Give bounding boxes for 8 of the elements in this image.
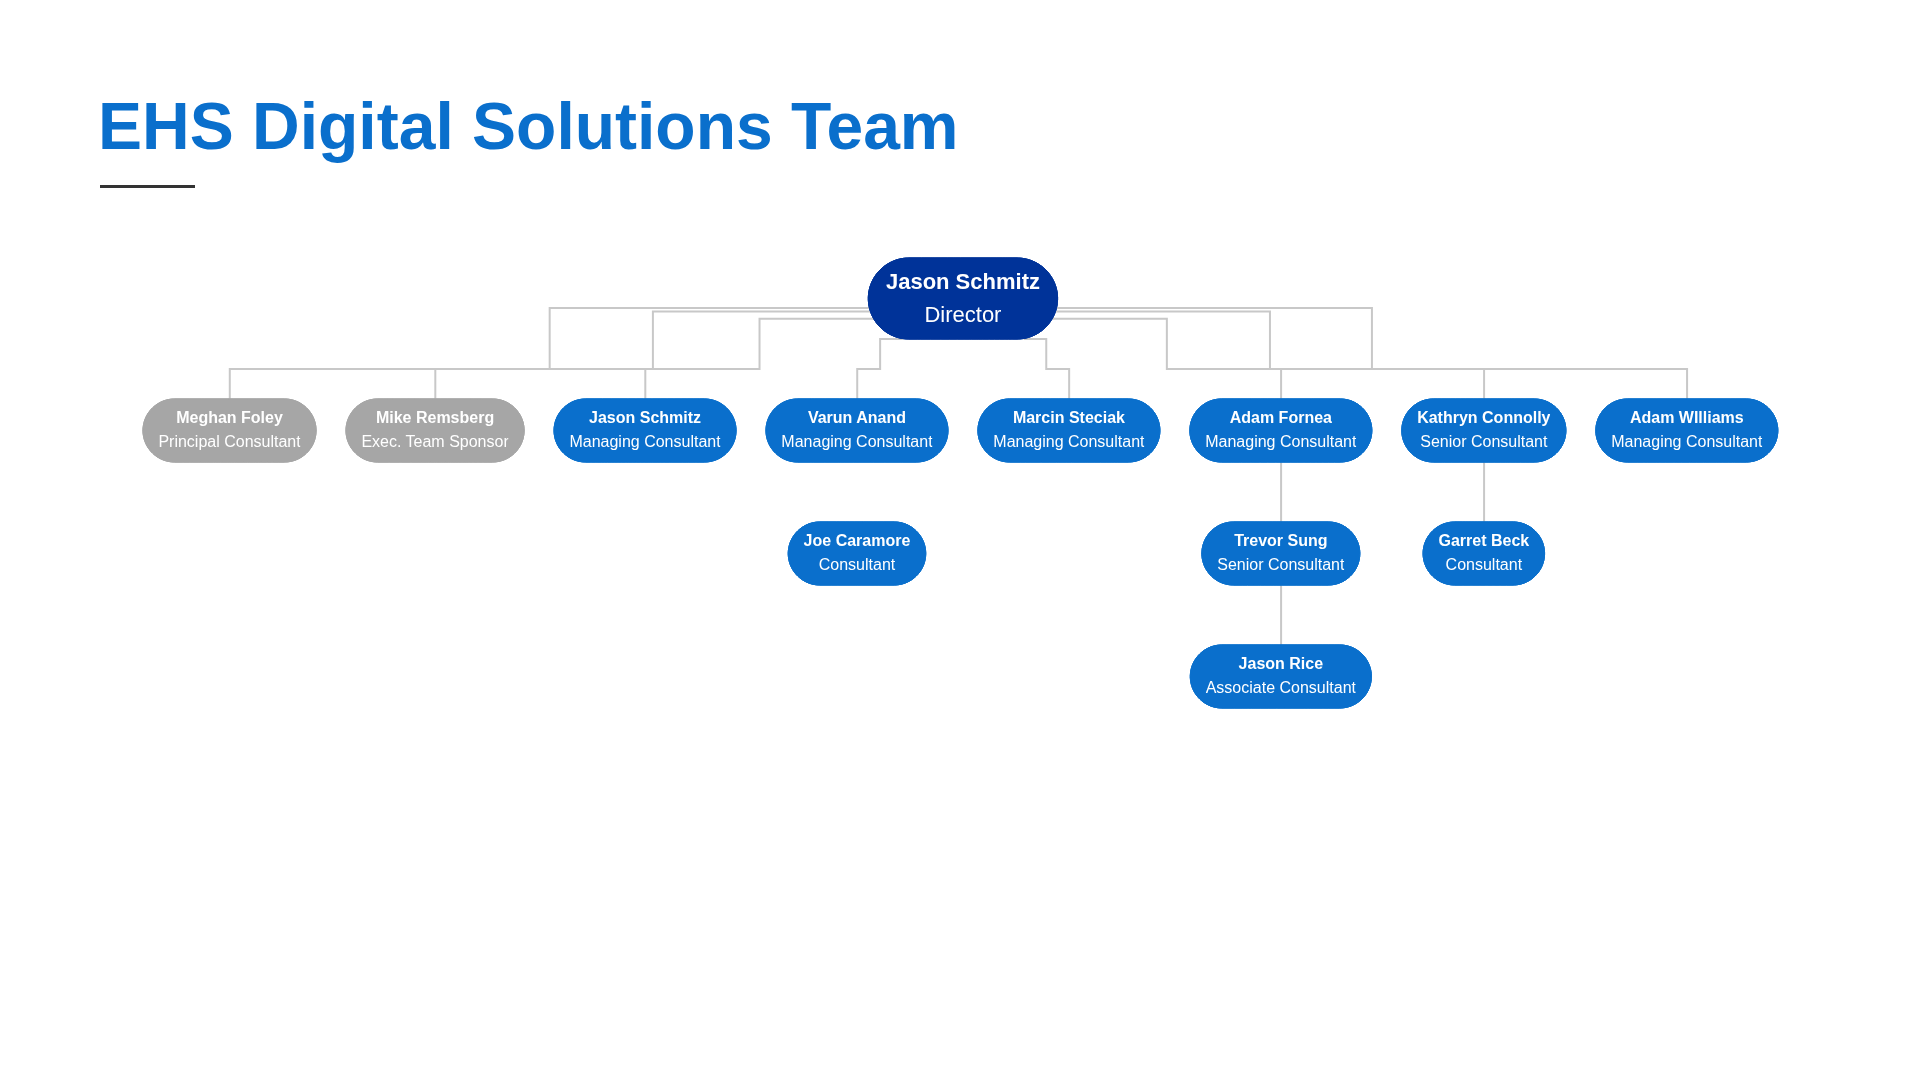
- connector: [1055, 307, 1688, 401]
- connector: [433, 310, 872, 401]
- connector: [228, 307, 871, 401]
- title: EHS Digital Solutions Team: [98, 88, 959, 164]
- connector: [1022, 338, 1070, 401]
- connector: [1051, 317, 1282, 401]
- connector: [1054, 310, 1485, 401]
- connector: [643, 317, 875, 401]
